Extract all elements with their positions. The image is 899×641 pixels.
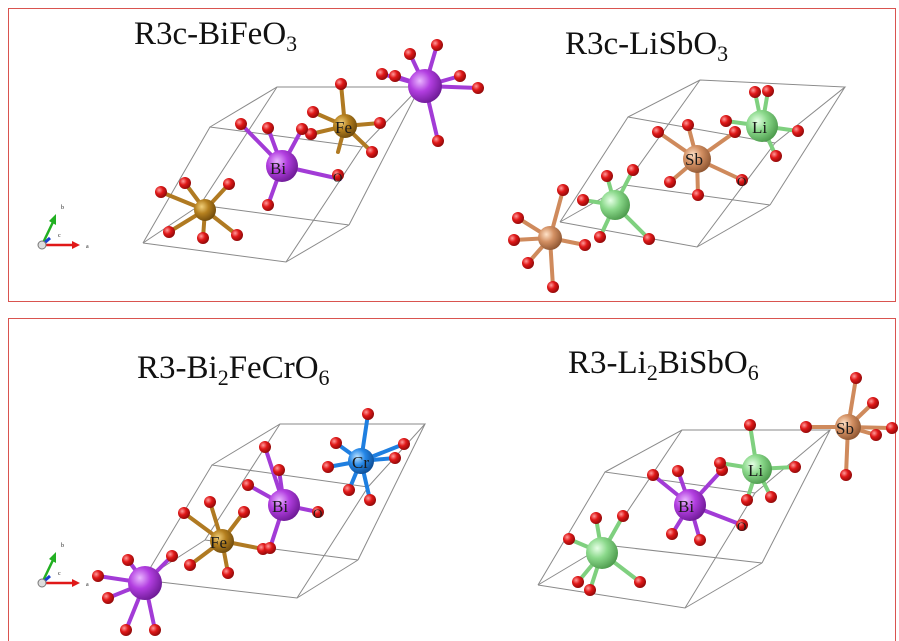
bi-atom-4: [674, 489, 706, 521]
li-atom-upper: [746, 110, 778, 142]
label-o-4: O: [737, 519, 746, 534]
unit-cell-1: [142, 86, 422, 263]
axis-label-b-1: b: [61, 205, 64, 211]
label-fe-3: Fe: [210, 533, 227, 552]
title-bi2fecro6: R3-Bi2FeCrO6: [137, 350, 330, 390]
oxygen-atoms-3: [92, 408, 410, 636]
o-atom-labeled-4: [736, 519, 748, 531]
structure-li2bisbo6: Bi Li Sb O: [537, 372, 898, 609]
fe-atom-lower: [194, 199, 216, 221]
li-atom-upper-4: [742, 454, 772, 484]
label-fe-1: Fe: [335, 118, 352, 137]
label-bi-1: Bi: [270, 159, 286, 178]
axes-indicator-2: a b c: [37, 543, 89, 588]
label-sb-2: Sb: [685, 150, 703, 169]
structure-bi2fecro6: Bi Fe Cr O: [92, 408, 427, 636]
fe-atom-3: [210, 529, 234, 553]
axis-label-c-2: c: [58, 571, 61, 577]
sb-atom-lower: [538, 226, 562, 250]
axis-label-b-2: b: [61, 543, 64, 549]
axes-indicator-1: a b c: [37, 205, 89, 250]
label-sb-4: Sb: [836, 419, 854, 438]
o-atom-labeled-3: [312, 506, 324, 518]
oxygen-atoms-1: [155, 39, 484, 244]
structure-bifeo3: Bi Fe O: [142, 39, 484, 263]
bonds-4: [567, 376, 894, 592]
sb-atom: [683, 145, 711, 173]
panel-top: [8, 8, 896, 302]
label-o-1: O: [333, 170, 342, 185]
title-li2bisbo6: R3-Li2BiSbO6: [568, 345, 759, 385]
fe-atom-upper: [333, 114, 357, 138]
axis-label-a-2: a: [86, 582, 89, 588]
oxygen-atoms-2: [508, 85, 804, 293]
axis-label-a-1: a: [86, 244, 89, 250]
label-cr-3: Cr: [352, 453, 369, 472]
bi-atom-lower-3: [128, 566, 162, 600]
label-bi-3: Bi: [272, 497, 288, 516]
label-bi-4: Bi: [678, 497, 694, 516]
bi-atom-3: [268, 489, 300, 521]
sb-atom-4: [835, 414, 861, 440]
axis-label-c-1: c: [58, 233, 61, 239]
li-atom-lower: [600, 190, 630, 220]
label-o-3: O: [313, 506, 322, 521]
li-atom-lower-4: [586, 537, 618, 569]
label-li-2: Li: [752, 118, 767, 137]
bi-atom: [266, 150, 298, 182]
structure-lisbo3: Sb Li O: [508, 79, 847, 293]
title-lisbo3: R3c-LiSbO3: [565, 26, 729, 66]
o-atom-labeled-2: [736, 174, 748, 186]
cr-atom-3: [348, 448, 374, 474]
label-o-2: O: [737, 174, 746, 189]
oxygen-atoms-4: [563, 372, 898, 596]
bi-atom-upper: [408, 69, 442, 103]
o-atom-labeled-1: [332, 169, 344, 181]
title-bifeo3: R3c-BiFeO3: [134, 16, 298, 56]
label-li-4: Li: [748, 461, 763, 480]
